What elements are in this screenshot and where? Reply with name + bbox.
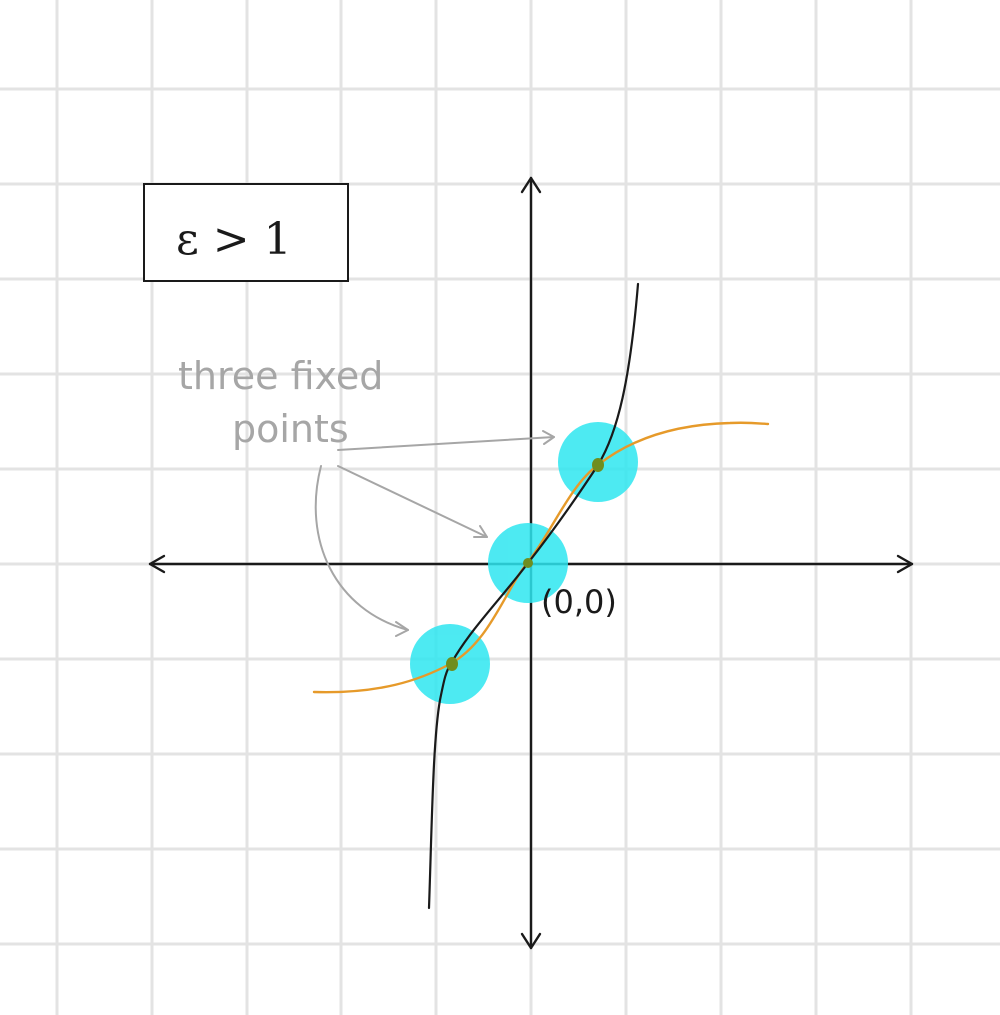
fixed-points xyxy=(446,458,604,671)
fixed-point-lower xyxy=(446,657,458,671)
arrow-head-origin-icon xyxy=(473,525,488,538)
annotation: three fixed points xyxy=(178,354,383,451)
arrow-head-upper-icon xyxy=(542,430,555,445)
condition-label-box: ε > 1 xyxy=(143,183,349,282)
arrow-to-lower-point xyxy=(314,465,409,631)
fixed-point-origin xyxy=(523,558,533,568)
condition-label: ε > 1 xyxy=(176,214,292,265)
arrow-to-origin-point xyxy=(337,465,488,538)
y-axis-up-arrow-icon xyxy=(520,176,542,194)
arrow-to-upper-point xyxy=(337,436,555,451)
origin-label: (0,0) xyxy=(541,583,617,621)
fixed-point-upper xyxy=(592,458,604,472)
arrow-head-lower-icon xyxy=(395,621,409,637)
y-axis-down-arrow-icon xyxy=(520,932,542,950)
annotation-line-1: three fixed xyxy=(178,354,383,398)
annotation-line-2: points xyxy=(232,407,349,451)
condition-box-frame xyxy=(143,183,349,282)
x-axis-left-arrow-icon xyxy=(148,554,166,574)
x-axis-right-arrow-icon xyxy=(896,554,914,574)
annotation-arrows xyxy=(314,430,555,637)
sigmoid-curve xyxy=(312,421,770,694)
steep-curve xyxy=(427,282,640,910)
